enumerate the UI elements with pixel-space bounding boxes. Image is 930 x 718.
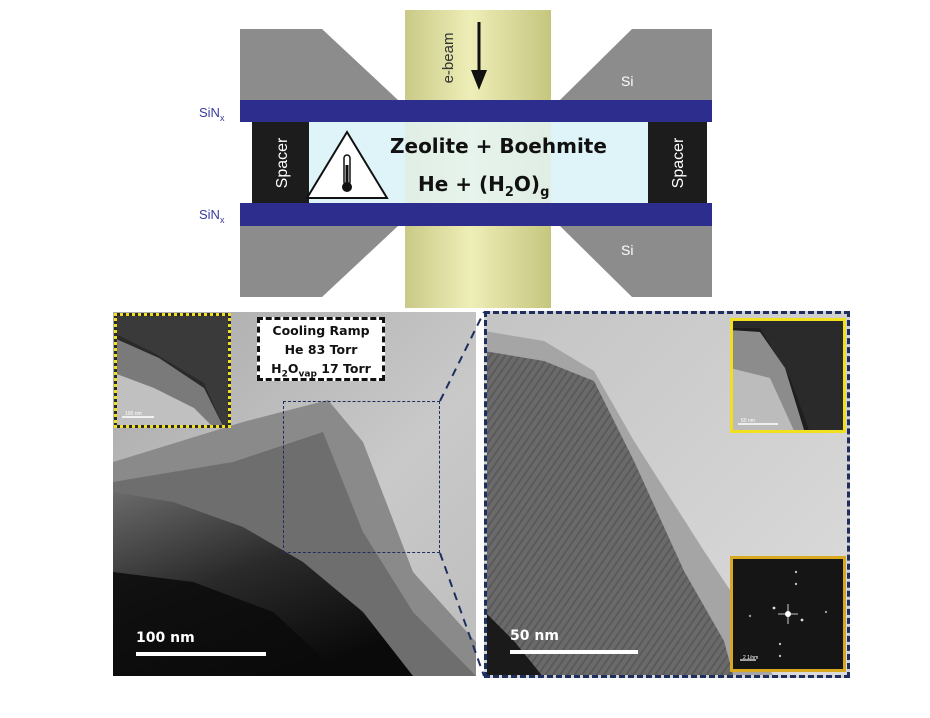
zoom-region-box [283,401,440,553]
annotation-line-2: He 83 Torr [284,342,358,357]
spacer-left-label: Spacer [274,137,291,188]
right-inset-image: 50 nm [730,318,846,433]
fft-scale-label: 2 1/nm [743,655,759,661]
annotation-line-3: H2Ovap 17 Torr [271,361,371,380]
si-frame-top-left [240,29,398,100]
si-frame-top-right [560,29,712,100]
spacer-right-label: Spacer [670,137,687,188]
sinx-label-bottom: SiNx [199,207,225,225]
left-inset-image: 100 nm [114,313,231,428]
heating-warning-icon [305,130,389,199]
left-scale-label: 100 nm [136,630,195,646]
sinx-label-top: SiNx [199,105,225,123]
fft-inset-image: 2 1/nm [730,556,846,672]
right-scale-bar [510,650,638,654]
spacer-right [648,122,707,203]
e-beam-label: e-beam [440,33,457,84]
sinx-membrane-top [240,100,712,122]
conditions-annotation: Cooling Ramp He 83 Torr H2Ovap 17 Torr [257,317,385,381]
cell-schematic: Spacer Spacer e-beam Si Si SiNx SiNx Zeo… [199,10,712,308]
left-scale-bar [136,652,266,656]
right-scale-label: 50 nm [510,628,559,644]
spacer-left [252,122,309,203]
gas-label: He + (H2O)g [418,172,549,200]
right-inset-scale-label: 50 nm [741,418,755,424]
si-label-top: Si [621,73,633,89]
si-frame-bottom-right [560,226,712,297]
sample-label: Zeolite + Boehmite [390,134,607,158]
sinx-membrane-bottom [240,203,712,226]
annotation-line-1: Cooling Ramp [272,323,370,338]
si-label-bottom: Si [621,242,633,258]
arrow-down-icon [471,22,487,90]
left-inset-scale-label: 100 nm [125,411,142,417]
si-frame-bottom-left [240,226,398,297]
